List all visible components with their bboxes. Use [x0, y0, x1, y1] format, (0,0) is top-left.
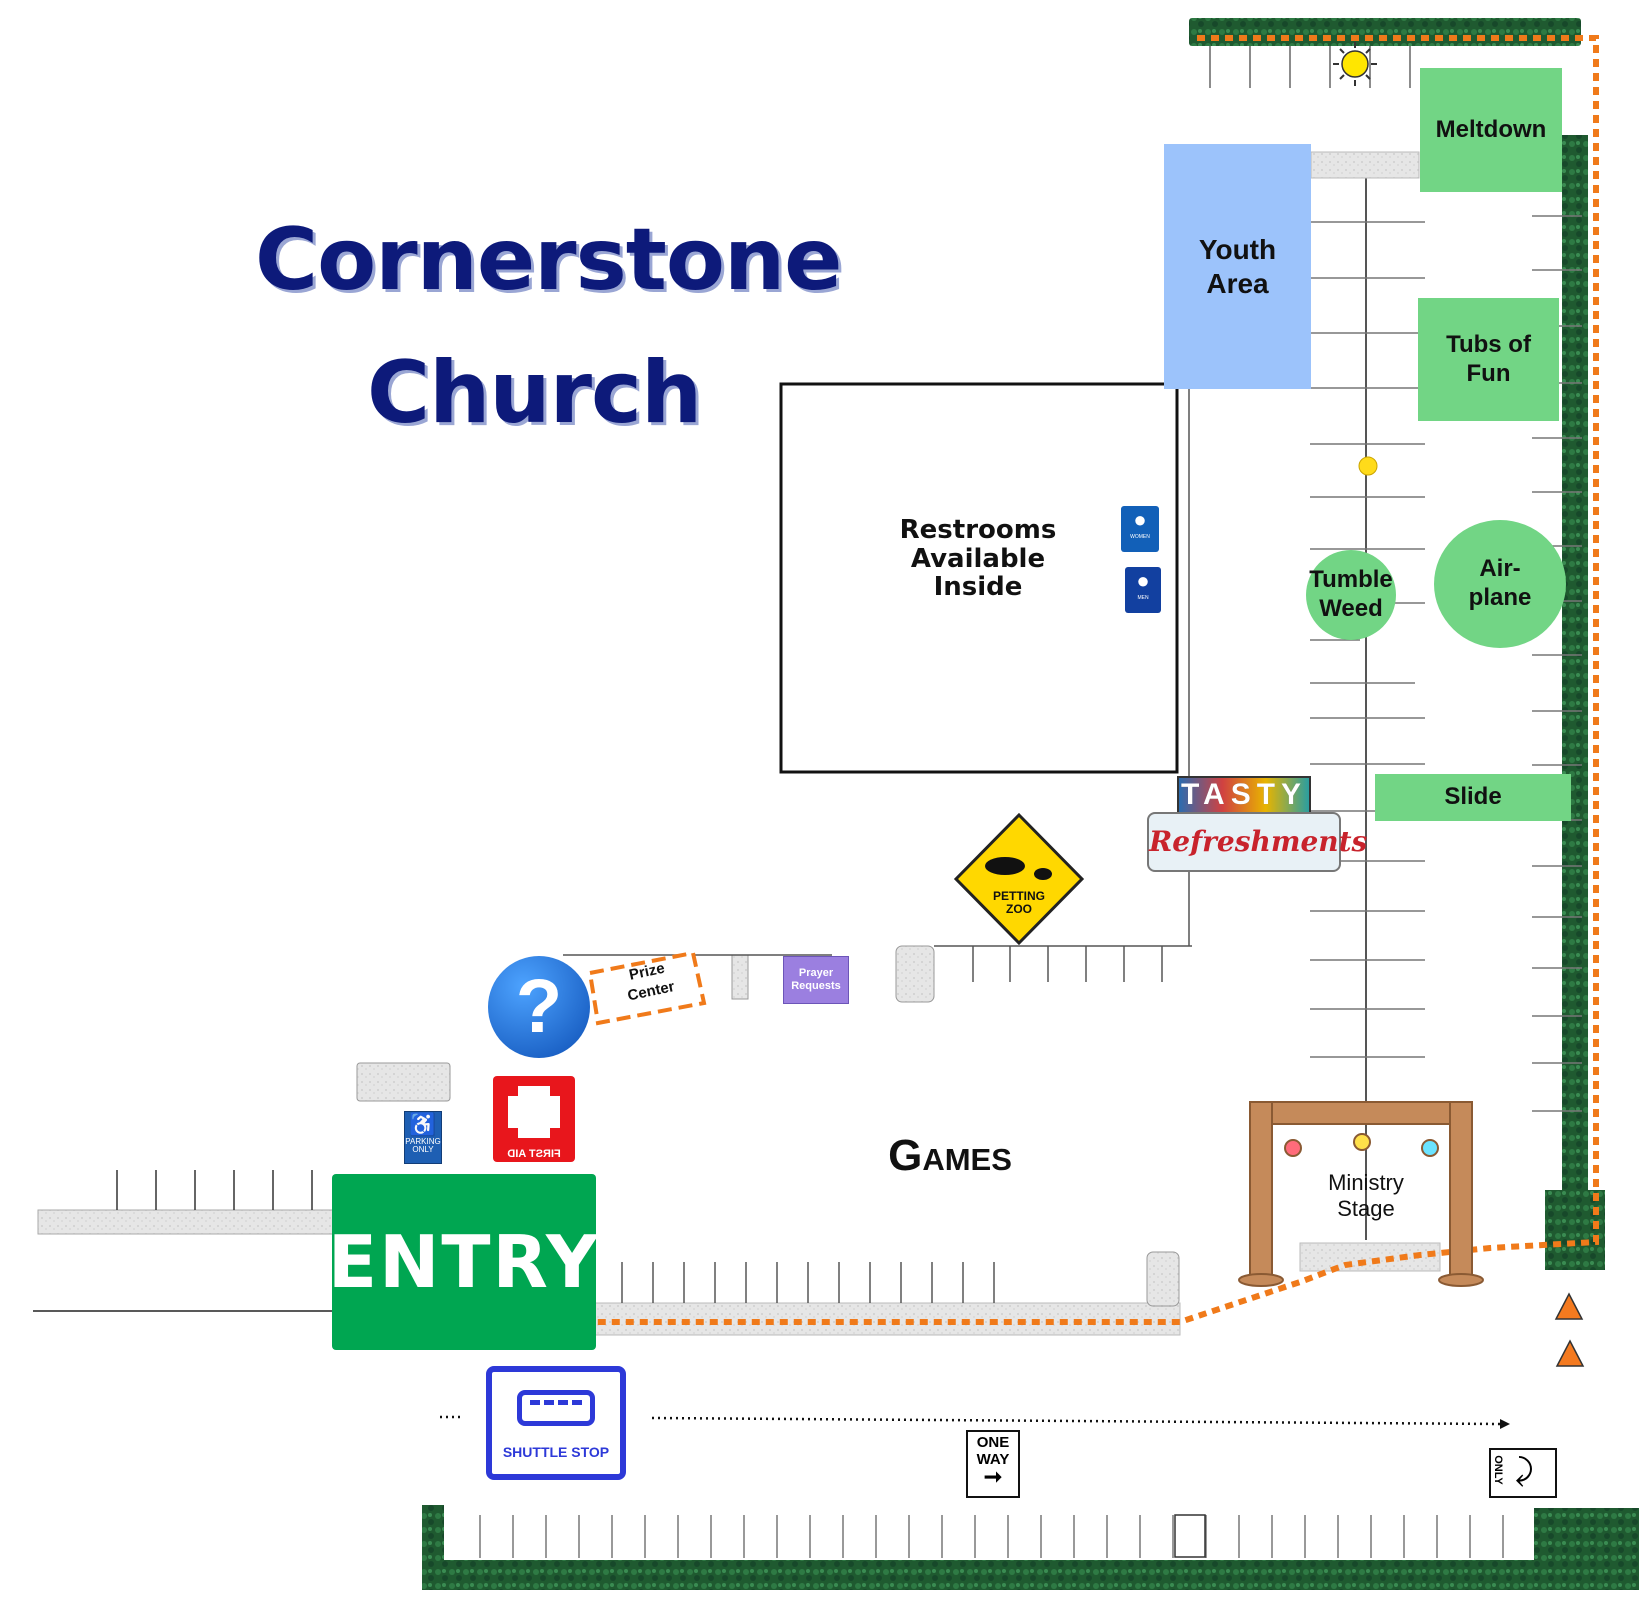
- refreshments-sign[interactable]: TASTY Refreshments: [1147, 776, 1367, 876]
- women-label: WOMEN: [1130, 534, 1150, 540]
- prayer-label: Prayer Requests: [791, 966, 841, 992]
- first-aid-icon[interactable]: FIRST AID: [493, 1076, 575, 1162]
- one-way-label: ONE WAY: [976, 1434, 1010, 1468]
- restrooms-label: Restrooms Available Inside: [899, 515, 1057, 603]
- shuttle-label: SHUTTLE STOP: [502, 1444, 610, 1460]
- men-icon: ● MEN: [1125, 567, 1161, 613]
- accessible-icon: ♿ PARKING ONLY: [404, 1111, 442, 1164]
- parking-stripes-center: [1310, 221, 1425, 1105]
- zone-slide[interactable]: Slide: [1375, 774, 1571, 821]
- zone-youth[interactable]: Youth Area: [1164, 144, 1311, 389]
- page-subtitle: Church: [367, 343, 702, 443]
- sun-icon: [1333, 42, 1377, 86]
- turn-only-sign: ONLY ⤸: [1489, 1448, 1557, 1498]
- light-marker: [1358, 456, 1378, 476]
- petting-zoo-label: PETTING ZOO: [992, 889, 1045, 917]
- parking-stripes-top: [1209, 46, 1411, 88]
- zone-label: Air- plane: [1468, 555, 1532, 611]
- parking-stripes-left: [116, 1170, 313, 1210]
- prayer-requests-booth[interactable]: Prayer Requests: [783, 956, 849, 1004]
- walking-path: [595, 35, 1599, 1325]
- only-label: ONLY: [1491, 1455, 1504, 1485]
- cone-icon: [1554, 1292, 1584, 1320]
- bus-icon: [517, 1390, 595, 1426]
- zone-airplane[interactable]: Air- plane: [1434, 520, 1566, 648]
- entry-label: ENTRY: [327, 1220, 601, 1304]
- petting-zoo-sign: [953, 812, 1085, 946]
- page-title: Cornerstone: [255, 210, 843, 310]
- parking-only-label: PARKING ONLY: [405, 1137, 441, 1154]
- first-aid-label: FIRST AID: [507, 1148, 561, 1160]
- men-label: MEN: [1137, 595, 1149, 601]
- zone-label: Tumble Weed: [1309, 566, 1393, 622]
- church-building: [779, 382, 1179, 774]
- parking-stripes-games: [621, 1262, 995, 1303]
- parking-stripes-bottom: [479, 1515, 1504, 1558]
- cone-icon: [1555, 1339, 1585, 1367]
- turn-right-icon: ⤸: [1515, 1454, 1533, 1487]
- zone-label: Slide: [1444, 783, 1502, 811]
- ministry-stage-label: Ministry Stage: [1328, 1170, 1404, 1222]
- refreshments-top: TASTY: [1177, 776, 1311, 814]
- shuttle-stop-sign[interactable]: SHUTTLE STOP: [486, 1366, 626, 1480]
- refreshments-label: Refreshments: [1147, 812, 1367, 872]
- help-icon[interactable]: ?: [488, 956, 590, 1058]
- goat-icon: [985, 857, 1052, 880]
- zone-label: Meltdown: [1435, 115, 1547, 143]
- hedge-borders: [422, 18, 1639, 1590]
- zone-meltdown[interactable]: Meltdown: [1420, 68, 1562, 192]
- one-way-sign: ONE WAY ➞: [966, 1430, 1020, 1498]
- stage-truss: [1238, 1101, 1484, 1287]
- games-label: Games: [888, 1131, 1012, 1180]
- zone-label: Youth Area: [1198, 233, 1277, 299]
- arrow-right-icon: ➞: [983, 1464, 1003, 1489]
- zone-label: Tubs of Fun: [1446, 330, 1531, 387]
- women-icon: ● WOMEN: [1121, 506, 1159, 552]
- zone-tumble-weed[interactable]: Tumble Weed: [1306, 550, 1396, 640]
- zone-tubs-of-fun[interactable]: Tubs of Fun: [1418, 298, 1559, 421]
- entry-sign[interactable]: ENTRY: [328, 1174, 598, 1350]
